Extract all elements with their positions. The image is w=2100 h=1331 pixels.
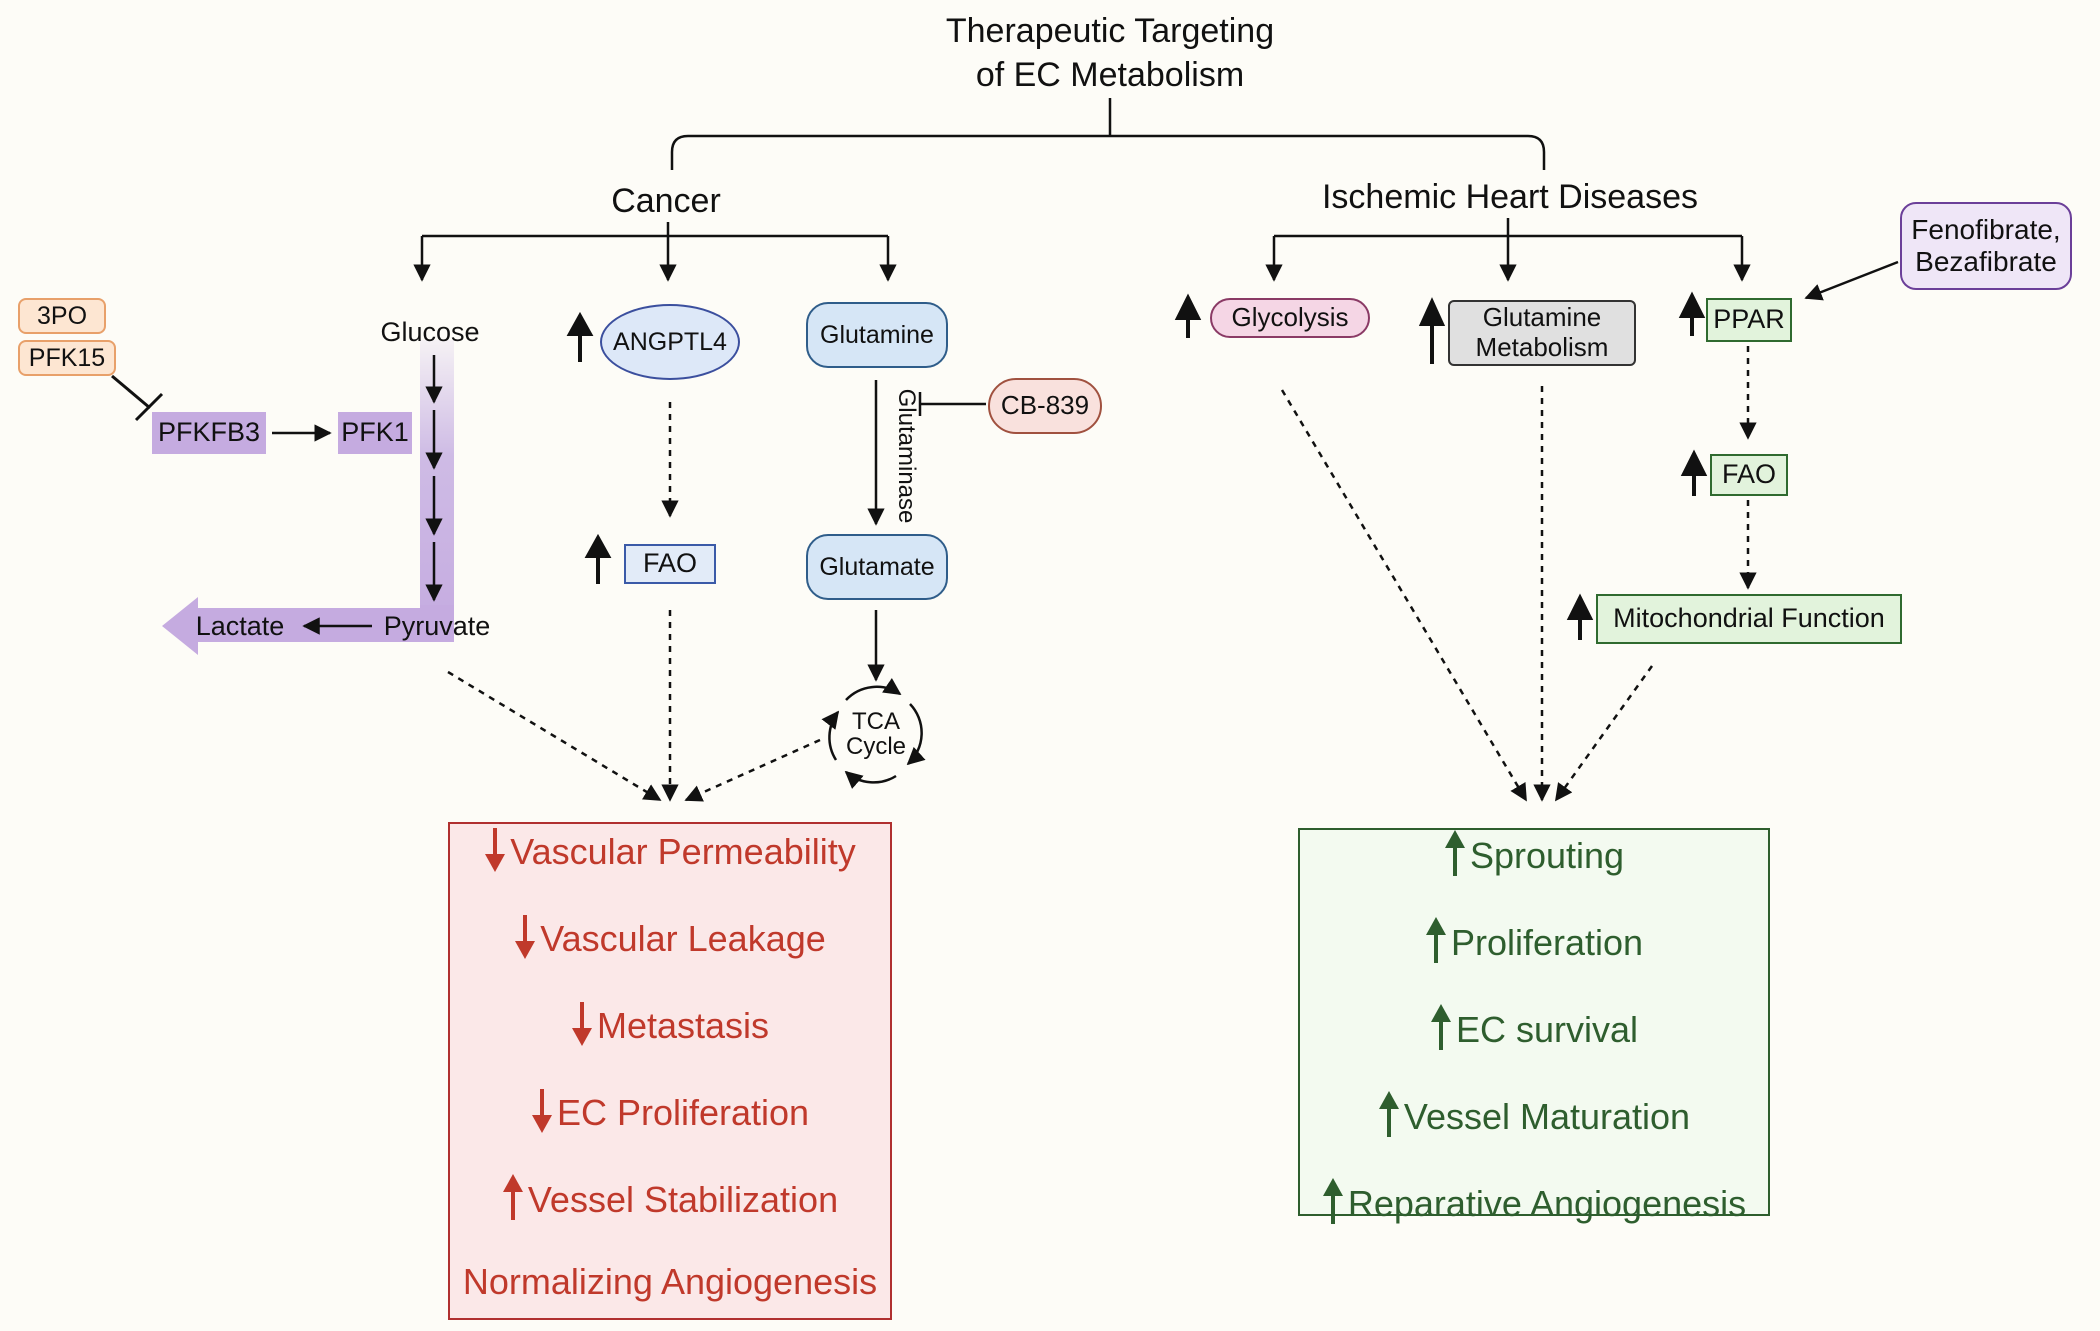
ihd-outcome-text: Proliferation [1450, 922, 1644, 963]
cancer-fao-box: FAO [624, 544, 716, 584]
up-arrow-icon [1425, 917, 1446, 963]
ihd-fao-box: FAO [1710, 454, 1788, 496]
ppar-box: PPAR [1706, 298, 1792, 342]
cancer-outcome-4: EC Proliferation [450, 1087, 890, 1135]
angptl4-oval: ANGPTL4 [600, 304, 740, 380]
cancer-outcome-1: Vascular Permeability [450, 826, 890, 874]
inhibitor-pfk15-box: PFK15 [18, 340, 116, 376]
up-arrow-icon [1444, 830, 1465, 876]
cancer-outcome-text: Normalizing Angiogenesis [462, 1261, 878, 1302]
cancer-convergence-arrows [447, 610, 821, 802]
fibrate-line2: Bezafibrate [1915, 246, 2057, 277]
glycolysis-box: Glycolysis [1210, 298, 1370, 338]
pfkfb3-box: PFKFB3 [152, 412, 266, 454]
cancer-outcome-3: Metastasis [450, 1000, 890, 1048]
glutamine-metabolism-line2: Metabolism [1475, 332, 1609, 362]
glutamine-metabolism-line1: Glutamine [1482, 302, 1602, 333]
cancer-outcome-5: Vessel Stabilization [450, 1174, 890, 1222]
ihd-heading: Ischemic Heart Diseases [1321, 178, 1698, 216]
cb839-inhibition [918, 392, 986, 416]
up-arrow-icon [1322, 1178, 1343, 1224]
glutaminase-label: Glutaminase [893, 388, 920, 524]
up-arrow-icon [502, 1174, 523, 1220]
down-arrow-icon [531, 1089, 552, 1133]
mitochondrial-function-box: Mitochondrial Function [1596, 594, 1902, 644]
cancer-outcome-2: Vascular Leakage [450, 913, 890, 961]
glycolysis-steps [302, 355, 443, 635]
cancer-outcome-text: Vascular Permeability [510, 831, 856, 872]
ihd-branch-bracket [1265, 218, 1751, 282]
glutamine-metabolism-box: Glutamine Metabolism [1448, 300, 1636, 366]
cancer-outcome-6: Normalizing Angiogenesis [450, 1261, 890, 1303]
ihd-outcome-text: Sprouting [1469, 835, 1625, 876]
up-arrow-icon [1430, 1004, 1451, 1050]
diagram-title-line1: Therapeutic Targeting [945, 12, 1275, 50]
pfk1-box: PFK1 [338, 412, 412, 454]
cancer-heading: Cancer [611, 182, 721, 220]
cancer-outcome-text: Metastasis [596, 1005, 770, 1046]
cancer-outcome-text: EC Proliferation [556, 1092, 810, 1133]
glucose-label: Glucose [380, 316, 480, 347]
fibrate-drug-box: Fenofibrate, Bezafibrate [1900, 202, 2072, 290]
inhibitor-3po-box: 3PO [18, 298, 106, 334]
tca-cycle-label: TCA Cycle [836, 706, 916, 762]
title-bracket [670, 98, 1546, 170]
pyruvate-label: Pyruvate [383, 610, 491, 641]
lactate-label: Lactate [195, 610, 285, 641]
cancer-outcome-text: Vessel Stabilization [527, 1179, 839, 1220]
ihd-convergence-arrows [1280, 386, 1654, 802]
tca-line2: Cycle [845, 733, 906, 760]
cancer-branch-bracket [413, 222, 897, 282]
drug-to-ppar-arrow [1804, 260, 1899, 301]
tca-line1: TCA [852, 707, 900, 735]
ihd-outcome-2: Proliferation [1300, 917, 1768, 965]
ihd-outcome-3: EC survival [1300, 1004, 1768, 1052]
ihd-outcome-text: Vessel Maturation [1403, 1096, 1691, 1137]
pfkfb3-inhibition [111, 374, 164, 422]
up-arrows [566, 291, 1708, 640]
tca-cycle-arrows [821, 677, 926, 789]
diagram-title-line2: of EC Metabolism [975, 56, 1245, 94]
ihd-outcome-5: Reparative Angiogenesis [1300, 1178, 1768, 1226]
down-arrow-icon [571, 1002, 592, 1046]
up-arrow-icon [1378, 1091, 1399, 1137]
cb839-box: CB-839 [988, 378, 1102, 434]
glutamine-box: Glutamine [806, 302, 948, 368]
down-arrow-icon [515, 915, 536, 959]
ihd-outcome-4: Vessel Maturation [1300, 1091, 1768, 1139]
ihd-outcome-text: EC survival [1455, 1009, 1639, 1050]
cancer-outcome-text: Vascular Leakage [540, 918, 826, 959]
ihd-outcome-1: Sprouting [1300, 830, 1768, 878]
down-arrow-icon [485, 828, 506, 872]
glutamate-box: Glutamate [806, 534, 948, 600]
ihd-outcome-text: Reparative Angiogenesis [1347, 1183, 1747, 1224]
fibrate-line1: Fenofibrate, [1911, 213, 2061, 245]
